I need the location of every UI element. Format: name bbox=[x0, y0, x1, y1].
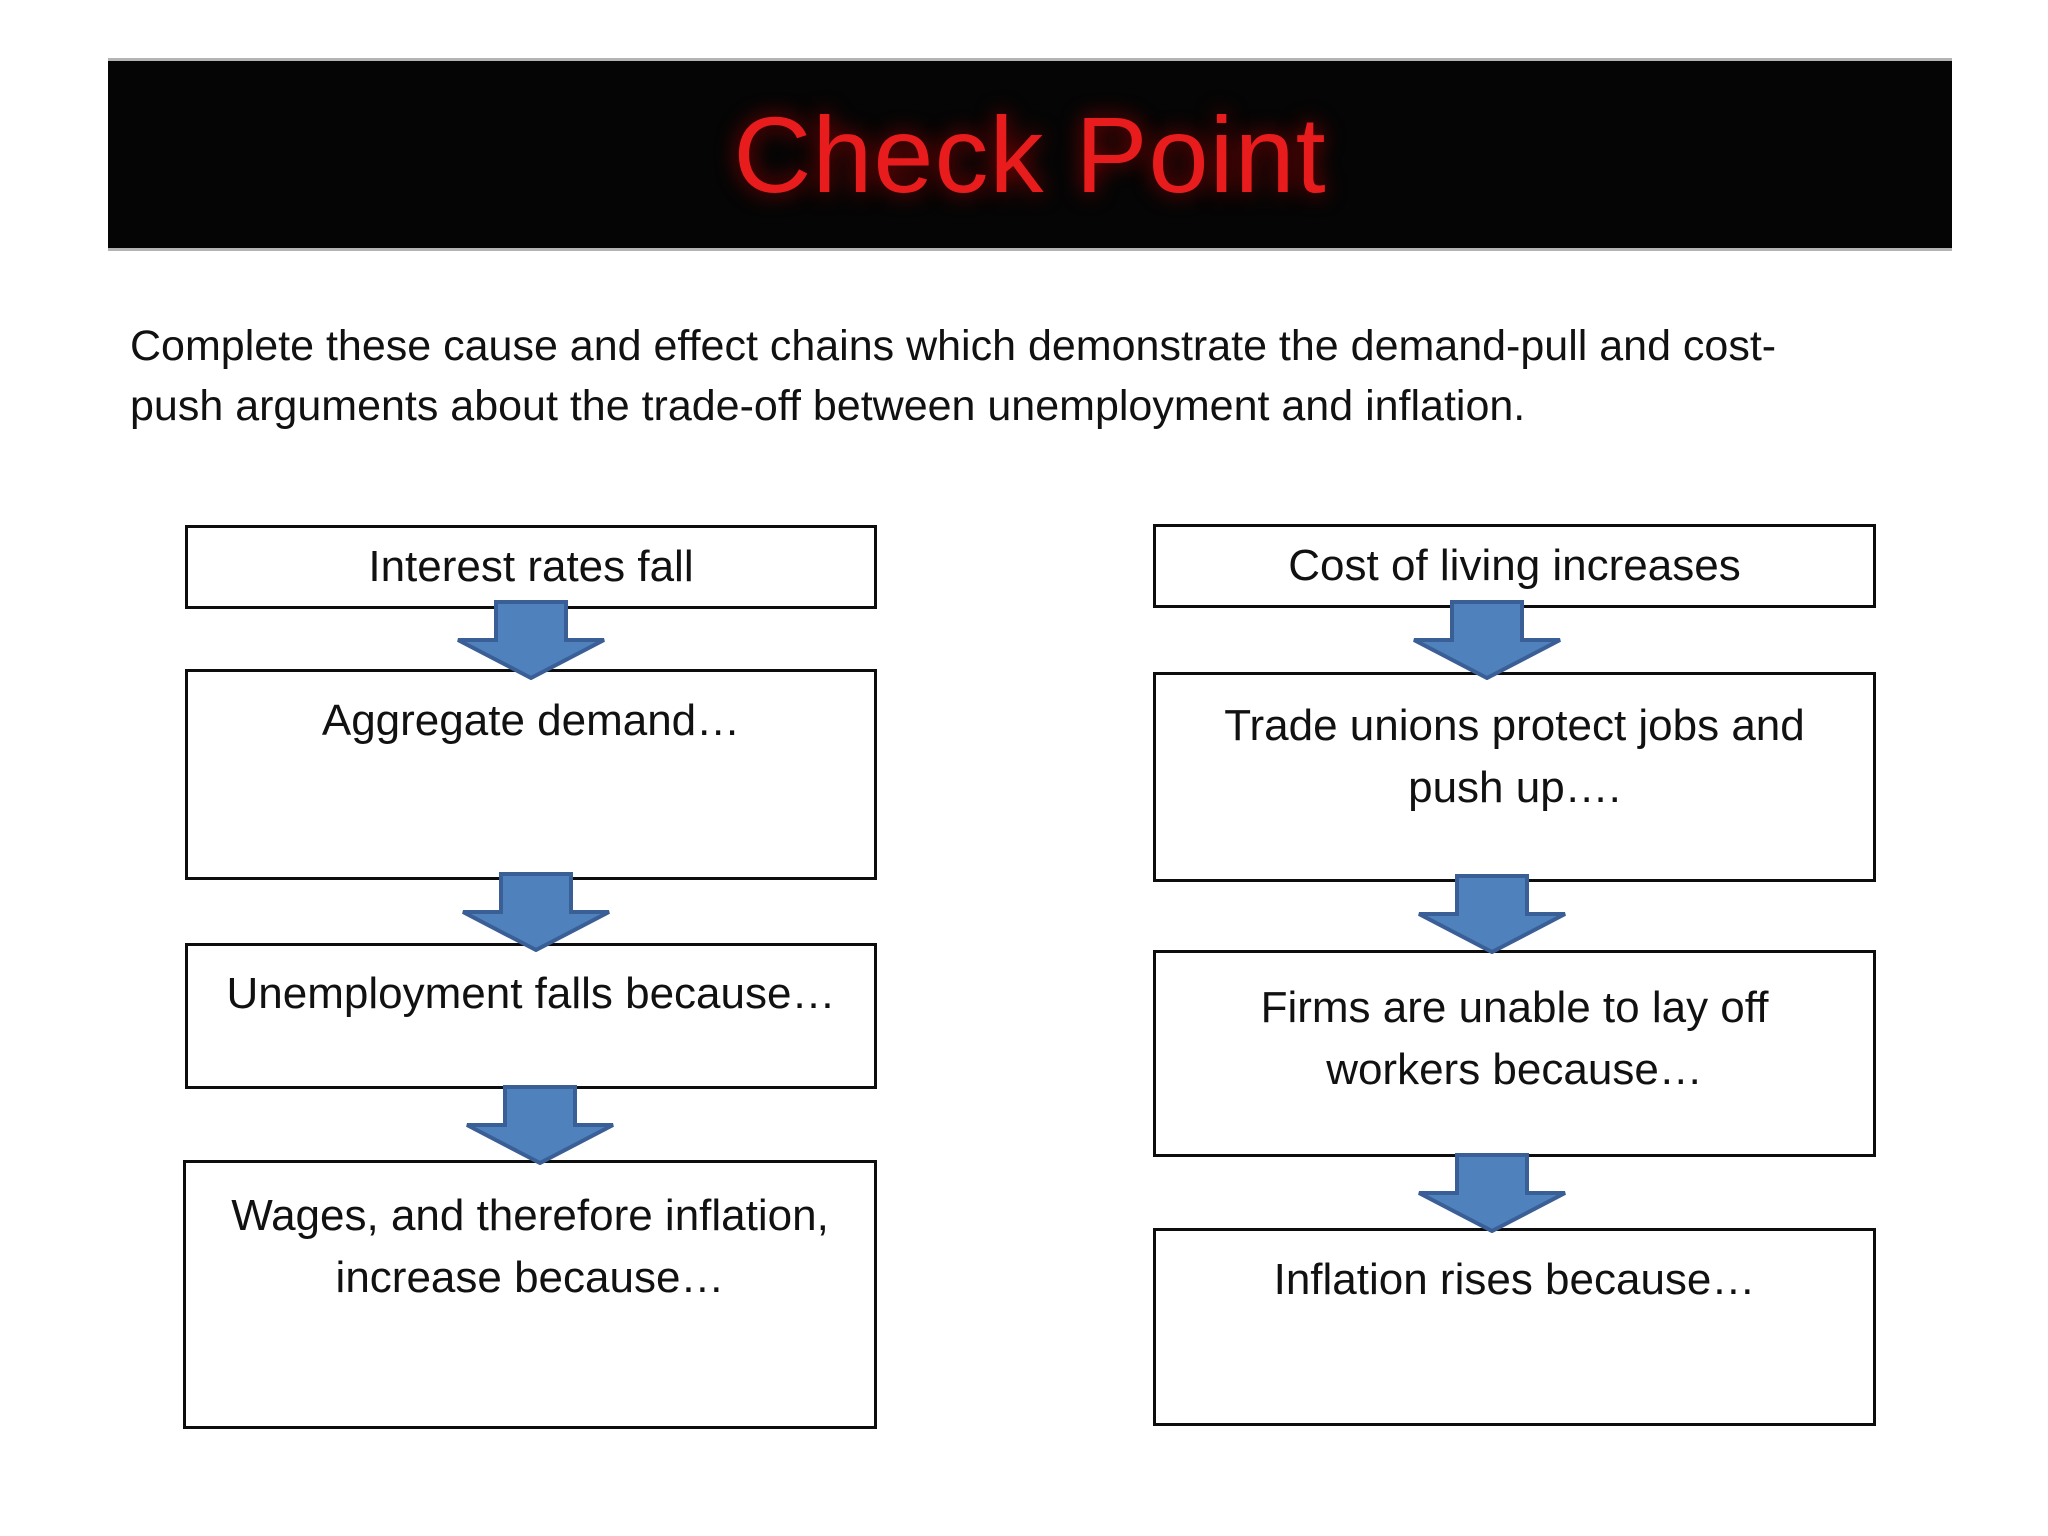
down-arrow-shape bbox=[1418, 874, 1566, 954]
left-chain-box-2: Aggregate demand… bbox=[185, 669, 877, 880]
right-chain-box-4: Inflation rises because… bbox=[1153, 1228, 1876, 1426]
down-arrow-icon bbox=[457, 600, 605, 680]
title-banner: Check Point bbox=[108, 58, 1952, 251]
left-chain-box-3: Unemployment falls because… bbox=[185, 943, 877, 1089]
right-chain-box-2: Trade unions protect jobs and push up…. bbox=[1153, 672, 1876, 882]
box-text: Aggregate demand… bbox=[321, 696, 741, 745]
left-chain-box-4: Wages, and therefore inflation, increase… bbox=[183, 1160, 877, 1429]
box-text: Inflation rises because… bbox=[1273, 1255, 1756, 1304]
down-arrow-icon bbox=[466, 1085, 614, 1165]
down-arrow-icon bbox=[1413, 600, 1561, 680]
box-text-line-2: workers because… bbox=[1326, 1045, 1703, 1094]
box-text-line-1: Firms are unable to lay off bbox=[1260, 983, 1769, 1032]
box-text: Interest rates fall bbox=[368, 542, 694, 591]
instruction-text: Complete these cause and effect chains w… bbox=[130, 316, 1980, 436]
box-text-line-1: Trade unions protect jobs and bbox=[1224, 701, 1805, 750]
down-arrow-shape bbox=[1418, 1153, 1566, 1233]
instruction-line-2: push arguments about the trade-off betwe… bbox=[130, 382, 1526, 430]
box-text-line-2: increase because… bbox=[335, 1253, 725, 1302]
box-text-line-1: Wages, and therefore inflation, bbox=[231, 1191, 829, 1240]
right-chain-box-1: Cost of living increases bbox=[1153, 524, 1876, 608]
box-text: Cost of living increases bbox=[1288, 541, 1741, 590]
left-chain-box-1: Interest rates fall bbox=[185, 525, 877, 609]
box-text: Unemployment falls because… bbox=[226, 969, 836, 1018]
down-arrow-shape bbox=[462, 872, 610, 952]
slide-title: Check Point bbox=[733, 94, 1327, 215]
down-arrow-icon bbox=[1418, 874, 1566, 954]
box-text-line-2: push up…. bbox=[1408, 763, 1621, 812]
down-arrow-shape bbox=[457, 600, 605, 680]
down-arrow-shape bbox=[466, 1085, 614, 1165]
down-arrow-icon bbox=[462, 872, 610, 952]
right-chain-box-3: Firms are unable to lay off workers beca… bbox=[1153, 950, 1876, 1157]
down-arrow-shape bbox=[1413, 600, 1561, 680]
instruction-line-1: Complete these cause and effect chains w… bbox=[130, 322, 1777, 370]
down-arrow-icon bbox=[1418, 1153, 1566, 1233]
